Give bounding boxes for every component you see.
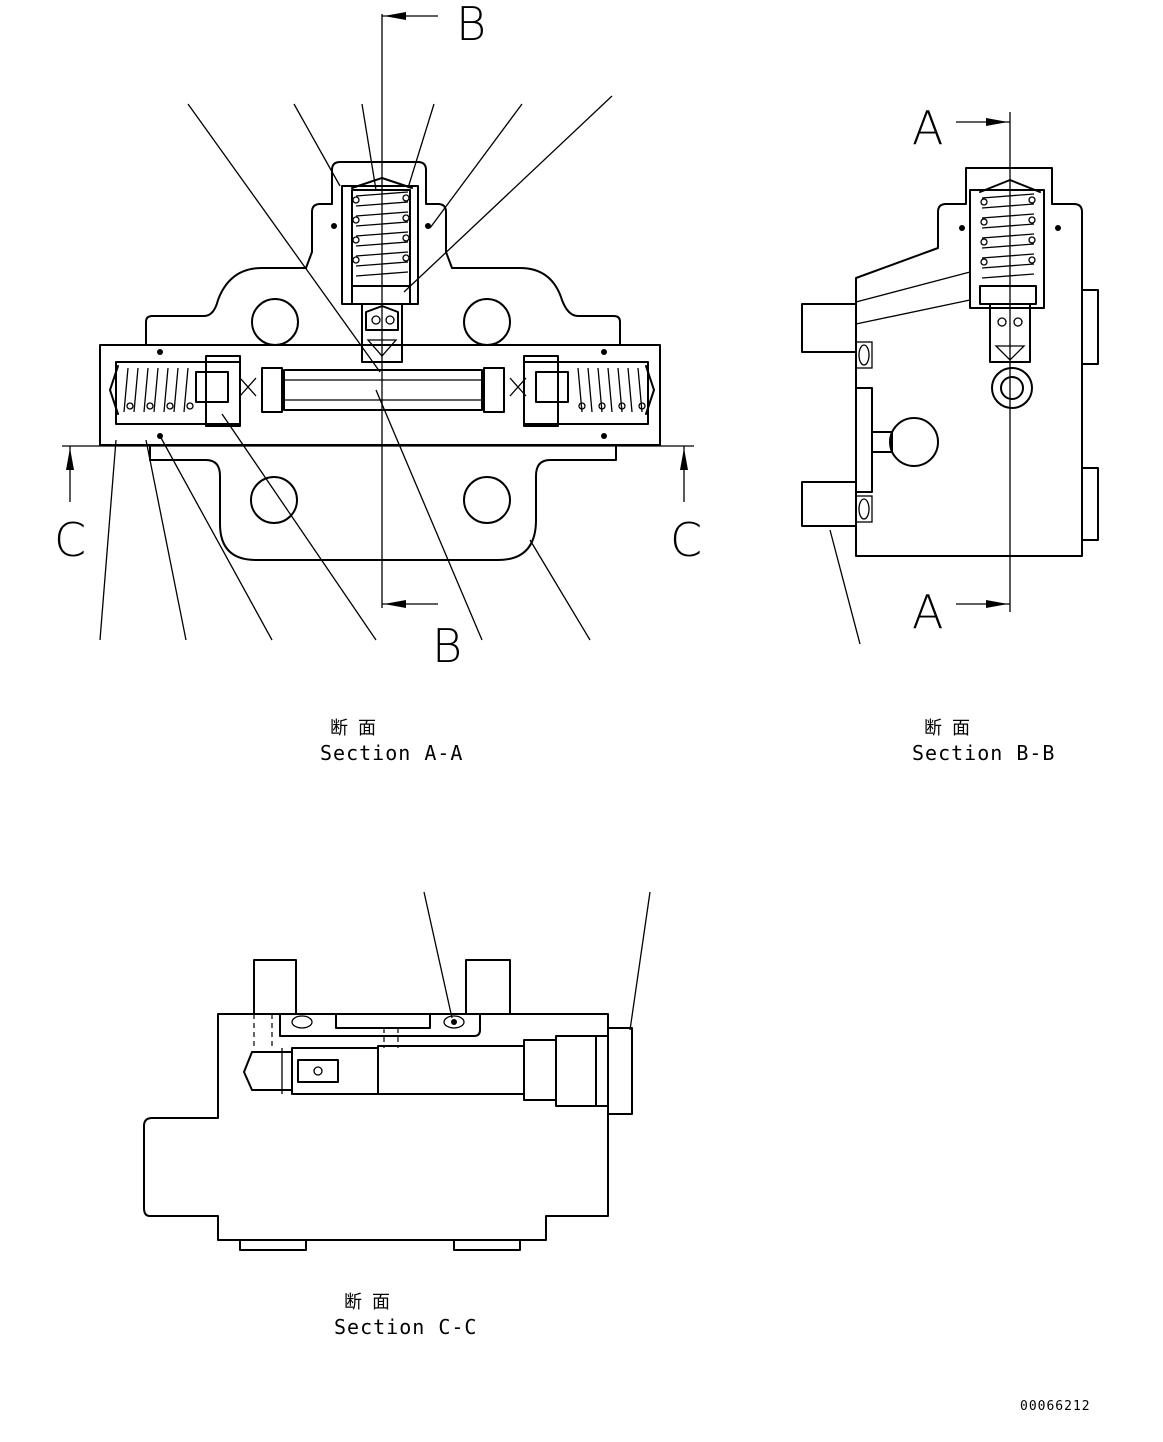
- side-port-left-lower: [801, 481, 857, 527]
- section-c-c-caption: Section C-C: [334, 1315, 477, 1339]
- side-port-left-upper: [801, 303, 857, 353]
- bottom-foot-left: [239, 1239, 307, 1251]
- side-ball-check: [889, 417, 939, 467]
- o-ring: [601, 433, 607, 439]
- section-marker-b-bottom: B: [432, 619, 462, 673]
- section-b-b-caption-jp: 断面: [924, 718, 980, 739]
- leader-line-b-b: [829, 529, 861, 645]
- section-line-c: [62, 445, 694, 502]
- section-a-a-view: B B C C 断面 Section A-A: [54, 0, 702, 765]
- spool: [239, 367, 527, 413]
- valve-body-outline: [145, 161, 621, 346]
- o-ring: [601, 349, 607, 355]
- section-marker-c-left: C: [54, 513, 86, 567]
- o-ring: [157, 349, 163, 355]
- bottom-end-plug: [607, 1027, 633, 1115]
- side-body-recess: [855, 387, 873, 493]
- valve-body-lower: [149, 444, 617, 561]
- section-marker-b-top: B: [456, 0, 486, 51]
- section-marker-a-bottom: A: [912, 585, 943, 639]
- mounting-hole-lower-right: [463, 476, 511, 524]
- section-line-b: [381, 12, 438, 608]
- mounting-hole-upper-left: [251, 298, 299, 346]
- section-b-b-view: A A 断面 Section B-B: [801, 101, 1099, 765]
- bottom-boss-left: [253, 959, 297, 1015]
- bottom-boss-right: [465, 959, 511, 1015]
- leader-lines-a-a: [99, 95, 613, 641]
- section-marker-a-top: A: [912, 101, 943, 155]
- side-port-right-lower: [1081, 467, 1099, 541]
- drawing-number: 00066212: [1020, 1399, 1091, 1414]
- bottom-body-outline: [143, 1013, 609, 1241]
- o-ring: [331, 223, 337, 229]
- horizontal-bore-block: [99, 344, 661, 446]
- section-marker-c-right: C: [670, 513, 702, 567]
- section-line-a: [956, 112, 1011, 612]
- right-spring-cartridge: [523, 355, 655, 427]
- spring-coil-vertical: [352, 191, 410, 277]
- left-spring-cartridge: [109, 355, 241, 427]
- section-c-c-view: 断面 Section C-C: [143, 891, 651, 1339]
- mounting-hole-lower-left: [250, 476, 298, 524]
- bottom-foot-right: [453, 1239, 521, 1251]
- side-body-outline: [855, 167, 1083, 557]
- mounting-hole-upper-right: [463, 298, 511, 346]
- side-port-right-upper: [1081, 289, 1099, 365]
- bottom-spool: [243, 1035, 609, 1107]
- leader-lines-c-c: [423, 891, 651, 1031]
- side-relief-valve: [969, 179, 1045, 409]
- section-b-b-caption: Section B-B: [912, 741, 1055, 765]
- section-a-a-caption-jp: 断面: [330, 718, 386, 739]
- o-ring: [425, 223, 431, 229]
- section-a-a-caption: Section A-A: [320, 741, 463, 765]
- section-c-c-caption-jp: 断面: [344, 1292, 400, 1313]
